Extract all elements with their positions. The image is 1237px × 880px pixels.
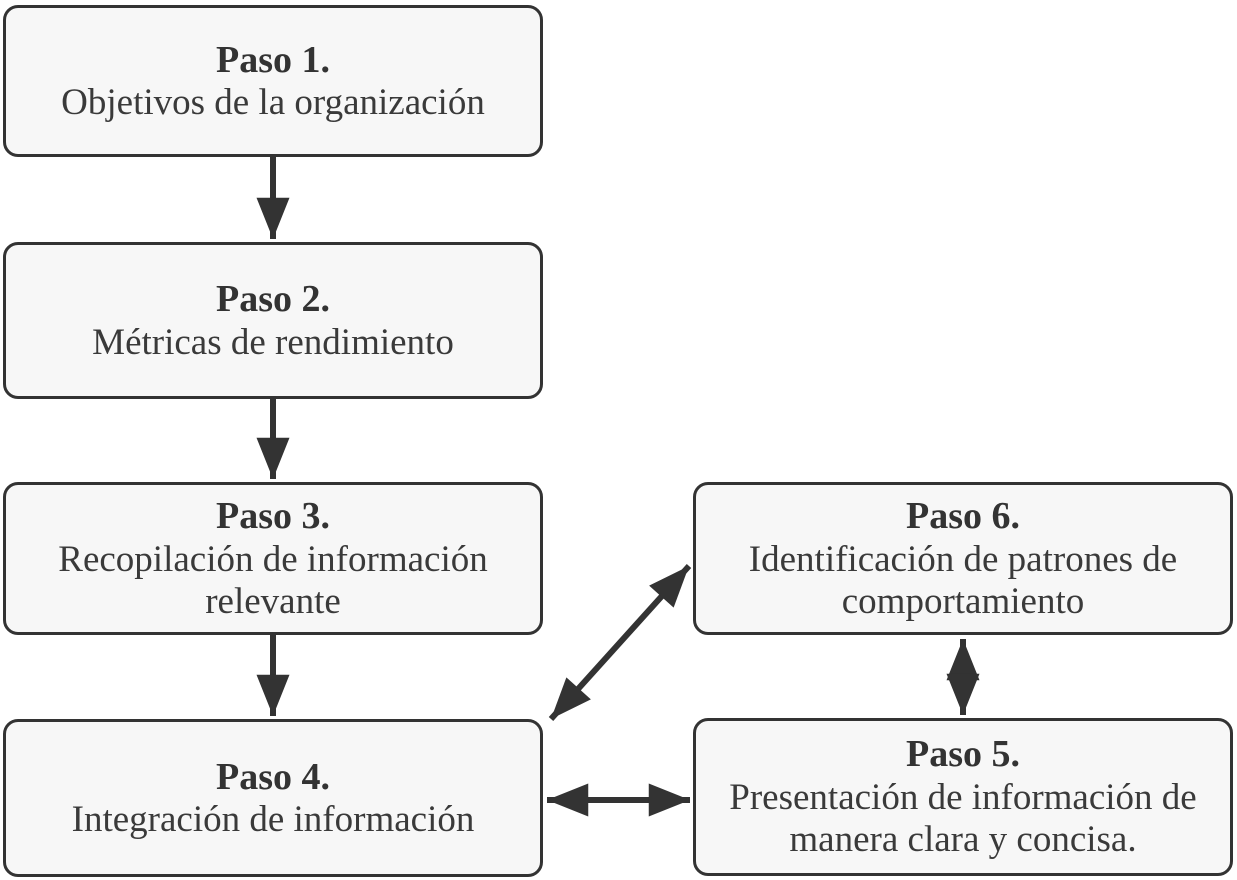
step-3-text: Recopilación de información relevante	[58, 538, 488, 622]
step-1-text: Objetivos de la organización	[61, 82, 485, 124]
step-4-text: Integración de información	[71, 799, 475, 841]
step-6-title: Paso 6.	[906, 494, 1020, 537]
step-6-text: Identificación de patrones de comportami…	[748, 538, 1178, 622]
step-3-box: Paso 3. Recopilación de información rele…	[3, 482, 543, 635]
step-6-box: Paso 6. Identificación de patrones de co…	[693, 482, 1233, 635]
step-2-text: Métricas de rendimiento	[92, 321, 454, 363]
step-5-text: Presentación de información de manera cl…	[729, 777, 1197, 861]
step-1-box: Paso 1. Objetivos de la organización	[3, 5, 543, 157]
double-arrow-paso4-paso6-icon	[548, 563, 692, 722]
step-1-title: Paso 1.	[216, 38, 330, 81]
step-3-title: Paso 3.	[216, 494, 330, 537]
step-5-box: Paso 5. Presentación de información de m…	[693, 718, 1233, 876]
step-4-box: Paso 4. Integración de información	[3, 719, 543, 877]
step-5-title: Paso 5.	[906, 733, 1020, 776]
step-4-title: Paso 4.	[216, 755, 330, 798]
step-2-box: Paso 2. Métricas de rendimiento	[3, 242, 543, 399]
step-2-title: Paso 2.	[216, 278, 330, 320]
